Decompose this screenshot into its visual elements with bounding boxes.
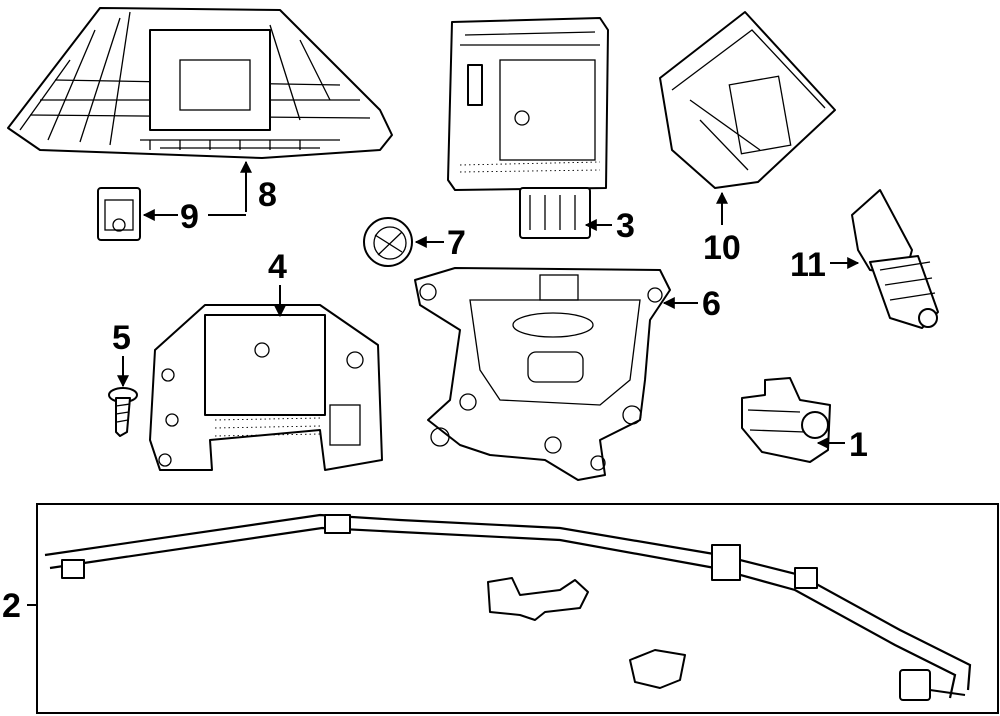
part-1-sensor <box>741 377 831 463</box>
callout-labels: 8 9 3 10 7 11 4 6 5 1 2 <box>2 176 868 625</box>
callout-1: 1 <box>849 426 868 464</box>
callout-5: 5 <box>112 319 131 357</box>
part-11-bracket <box>851 189 939 329</box>
callout-10: 10 <box>703 229 741 267</box>
part-10-box <box>659 11 836 189</box>
part-2-harness <box>36 503 999 714</box>
callout-8: 8 <box>258 176 277 214</box>
part-9-clip <box>97 187 141 241</box>
part-5-screw <box>108 387 138 437</box>
part-4-bracket <box>149 304 383 471</box>
part-3-module <box>447 17 609 239</box>
harness-frame <box>36 503 999 714</box>
callout-11: 11 <box>790 246 826 284</box>
part-8-housing <box>7 7 393 159</box>
callout-9: 9 <box>180 198 199 236</box>
callout-lines <box>27 160 860 606</box>
callout-4: 4 <box>268 248 287 286</box>
part-6-plate <box>414 267 671 481</box>
part-7-grommet <box>363 217 413 267</box>
callout-6: 6 <box>702 285 721 323</box>
callout-3: 3 <box>616 207 635 245</box>
callout-7: 7 <box>447 224 466 262</box>
callout-2: 2 <box>2 587 21 625</box>
